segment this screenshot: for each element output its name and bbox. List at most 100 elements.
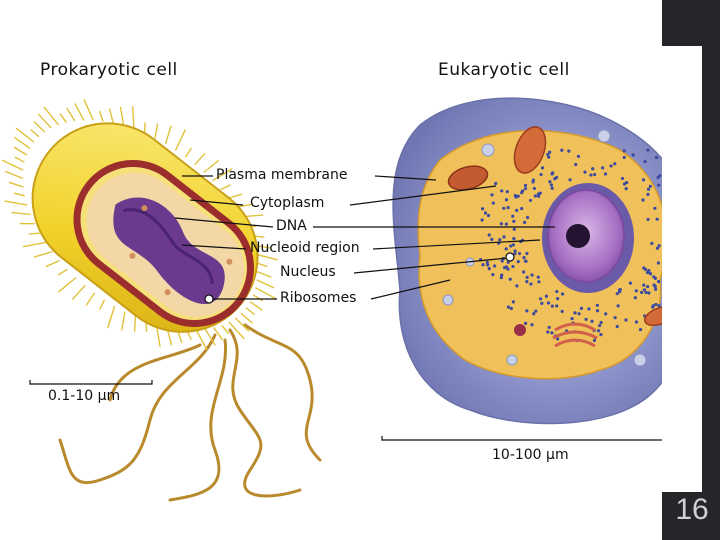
er-granule	[638, 327, 643, 332]
pilus	[66, 107, 76, 122]
er-granule	[653, 206, 657, 210]
er-granule	[555, 289, 559, 294]
er-granule	[593, 172, 597, 177]
er-granule	[520, 206, 524, 211]
er-granule	[523, 183, 528, 187]
er-granule	[525, 280, 529, 284]
er-granule	[538, 297, 543, 301]
er-granule	[485, 260, 489, 264]
er-granule	[512, 219, 516, 223]
er-granule	[550, 331, 554, 335]
er-granule	[584, 317, 588, 321]
er-granule	[650, 241, 654, 246]
er-granule	[505, 190, 509, 194]
er-granule	[513, 249, 517, 253]
er-granule	[509, 306, 513, 311]
er-granule	[616, 304, 620, 308]
er-granule	[634, 320, 639, 324]
er-granule	[646, 285, 650, 289]
er-granule	[525, 215, 530, 220]
leader-lines	[29, 175, 662, 441]
er-granule	[633, 296, 637, 300]
er-granule	[643, 159, 647, 164]
pilus	[220, 184, 231, 190]
pilus	[85, 292, 96, 306]
er-granule	[592, 338, 597, 343]
er-granule	[511, 243, 516, 247]
pilus	[74, 103, 85, 121]
pilus	[15, 127, 35, 143]
pilus	[108, 108, 114, 124]
pilus	[57, 268, 68, 276]
er-granule	[525, 251, 529, 256]
er-granule	[534, 309, 538, 313]
er-granule	[512, 237, 516, 241]
pilus	[33, 121, 46, 133]
er-granule	[499, 275, 503, 280]
prokaryote-title: Prokaryotic cell	[40, 60, 178, 80]
er-granule	[524, 321, 528, 325]
er-granule	[617, 288, 621, 292]
er-granule	[654, 287, 658, 291]
er-granule	[481, 263, 485, 267]
er-granule	[570, 316, 574, 321]
pilus	[256, 262, 268, 268]
er-granule	[646, 192, 650, 196]
er-granule	[560, 148, 564, 152]
er-granule	[486, 263, 490, 267]
pilus	[256, 279, 275, 289]
er-granule	[548, 150, 552, 154]
pilus	[203, 159, 219, 173]
er-granule	[511, 214, 515, 218]
er-granule	[656, 176, 660, 180]
er-granule	[500, 273, 504, 277]
prokaryote-scale-label: 0.1-10 µm	[48, 388, 121, 404]
er-granule	[513, 251, 517, 256]
label-ribosomes: Ribosomes	[280, 290, 357, 306]
er-granule	[544, 294, 549, 298]
pilus	[22, 241, 46, 248]
er-granule	[531, 178, 536, 182]
er-granule	[486, 213, 491, 218]
pilus	[119, 106, 125, 126]
er-granule	[583, 170, 587, 174]
er-granule	[622, 155, 626, 160]
pilus	[14, 137, 31, 149]
pilus	[131, 106, 135, 130]
cell-diagram	[2, 97, 662, 502]
er-granule	[537, 194, 541, 198]
er-granule	[502, 235, 506, 239]
pilus	[107, 305, 116, 329]
er-granule	[533, 194, 537, 198]
er-granule	[654, 302, 658, 307]
pilus	[2, 159, 24, 171]
pilus	[257, 271, 272, 278]
er-granule	[631, 153, 635, 157]
er-granule	[513, 194, 517, 198]
er-granule	[651, 304, 655, 308]
er-granule	[536, 275, 540, 279]
er-granule	[622, 149, 626, 153]
er-granule	[548, 180, 552, 184]
er-granule	[546, 152, 550, 157]
er-granule	[622, 182, 627, 186]
er-granule	[656, 261, 661, 265]
er-granule	[646, 187, 651, 191]
pilus	[184, 147, 192, 158]
pilus	[43, 106, 59, 126]
eukaryote-title: Eukaryotic cell	[438, 60, 570, 80]
pilus	[4, 170, 23, 179]
er-granule	[515, 208, 519, 212]
pilus	[227, 193, 243, 199]
pilus	[59, 113, 67, 123]
eukaryote-illustration	[392, 97, 662, 425]
er-granule	[657, 244, 661, 248]
er-granule	[641, 198, 645, 202]
er-granule	[506, 260, 510, 264]
pilus	[249, 301, 263, 311]
er-granule	[555, 297, 560, 301]
page-number: 16	[675, 493, 709, 526]
er-granule	[532, 186, 536, 191]
label-nucleoid-region: Nucleoid region	[250, 240, 360, 256]
